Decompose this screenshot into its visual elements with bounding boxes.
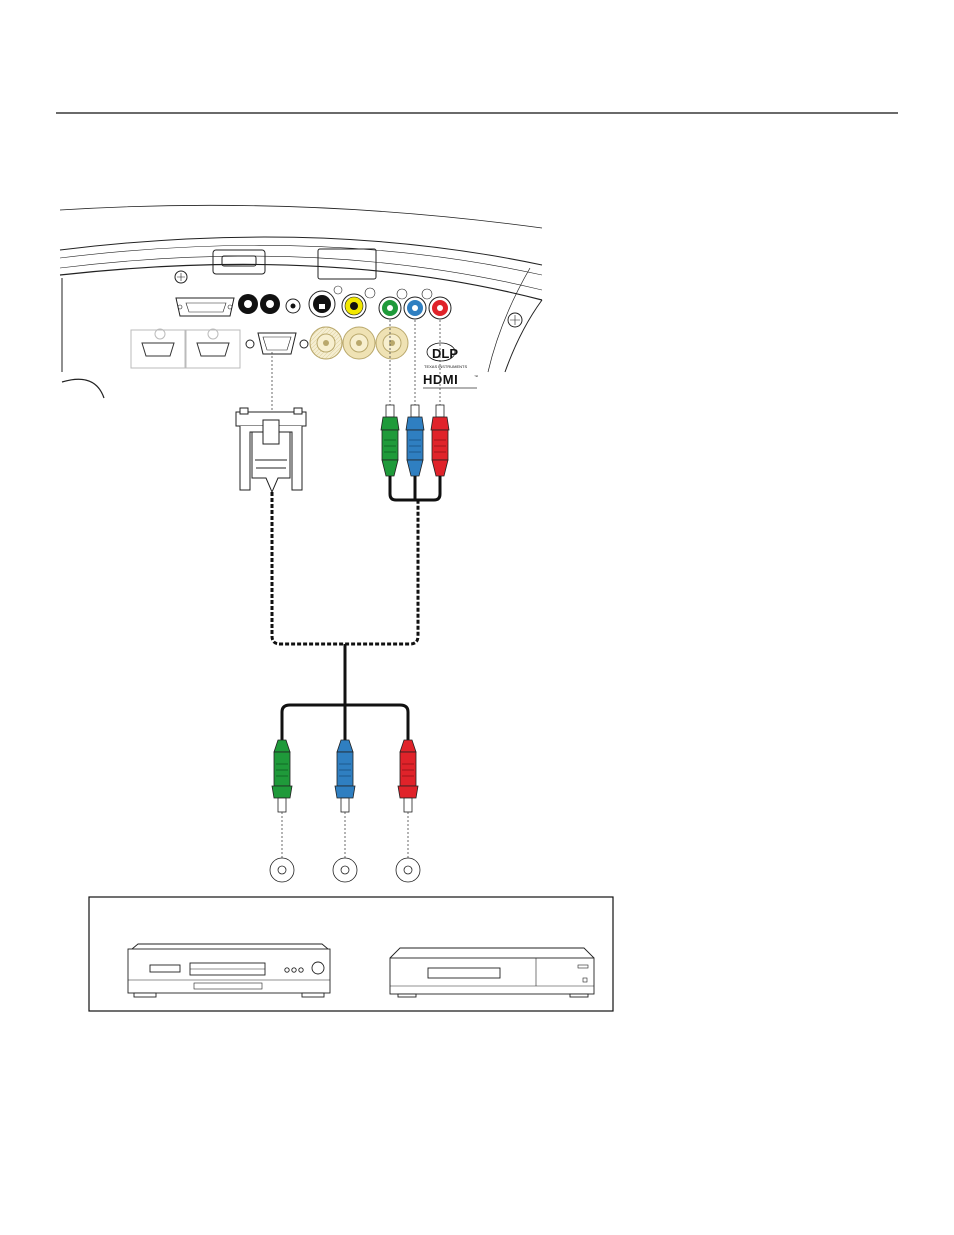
dlp-logo-text: DLP <box>432 346 458 361</box>
dvd-player-icon <box>128 944 330 997</box>
component-cable-top <box>390 476 440 500</box>
rca-plug-icon <box>381 405 399 476</box>
vcr-icon <box>390 948 594 997</box>
rca-jack-icon <box>396 858 420 882</box>
rca-plug-icon <box>398 740 418 812</box>
hdmi-ports <box>131 329 240 368</box>
alt-cable-paths <box>272 492 418 644</box>
component-input-jacks <box>379 289 451 319</box>
bnc-inputs <box>310 327 408 359</box>
projector-rear-panel <box>60 205 542 398</box>
rca-jack-icon <box>333 858 357 882</box>
rca-plug-icon <box>431 405 449 476</box>
dlp-logo-subtext: TEXAS INSTRUMENTS <box>424 364 467 369</box>
rs232-port <box>176 298 234 316</box>
guide-lines-bottom <box>282 812 408 858</box>
hdmi-logo-tm: ™ <box>474 374 478 379</box>
s-video-port <box>309 286 342 317</box>
rca-plug-icon <box>406 405 424 476</box>
rca-plug-icon <box>272 740 292 812</box>
rca-plugs-bottom <box>272 740 418 812</box>
dlp-logo: DLP TEXAS INSTRUMENTS <box>424 343 467 369</box>
hdmi-logo: HDMI ™ <box>423 372 478 388</box>
vga-input-port <box>246 333 308 354</box>
hdmi-logo-text: HDMI <box>423 372 458 387</box>
rca-jack-icon <box>270 858 294 882</box>
trigger-jacks <box>238 294 300 314</box>
source-output-jacks <box>270 858 420 882</box>
rca-plug-icon <box>335 740 355 812</box>
composite-video-jack <box>342 288 375 318</box>
rca-plugs-top <box>381 405 449 476</box>
vga-plug-icon <box>236 408 306 492</box>
component-cable-bottom <box>282 644 408 740</box>
